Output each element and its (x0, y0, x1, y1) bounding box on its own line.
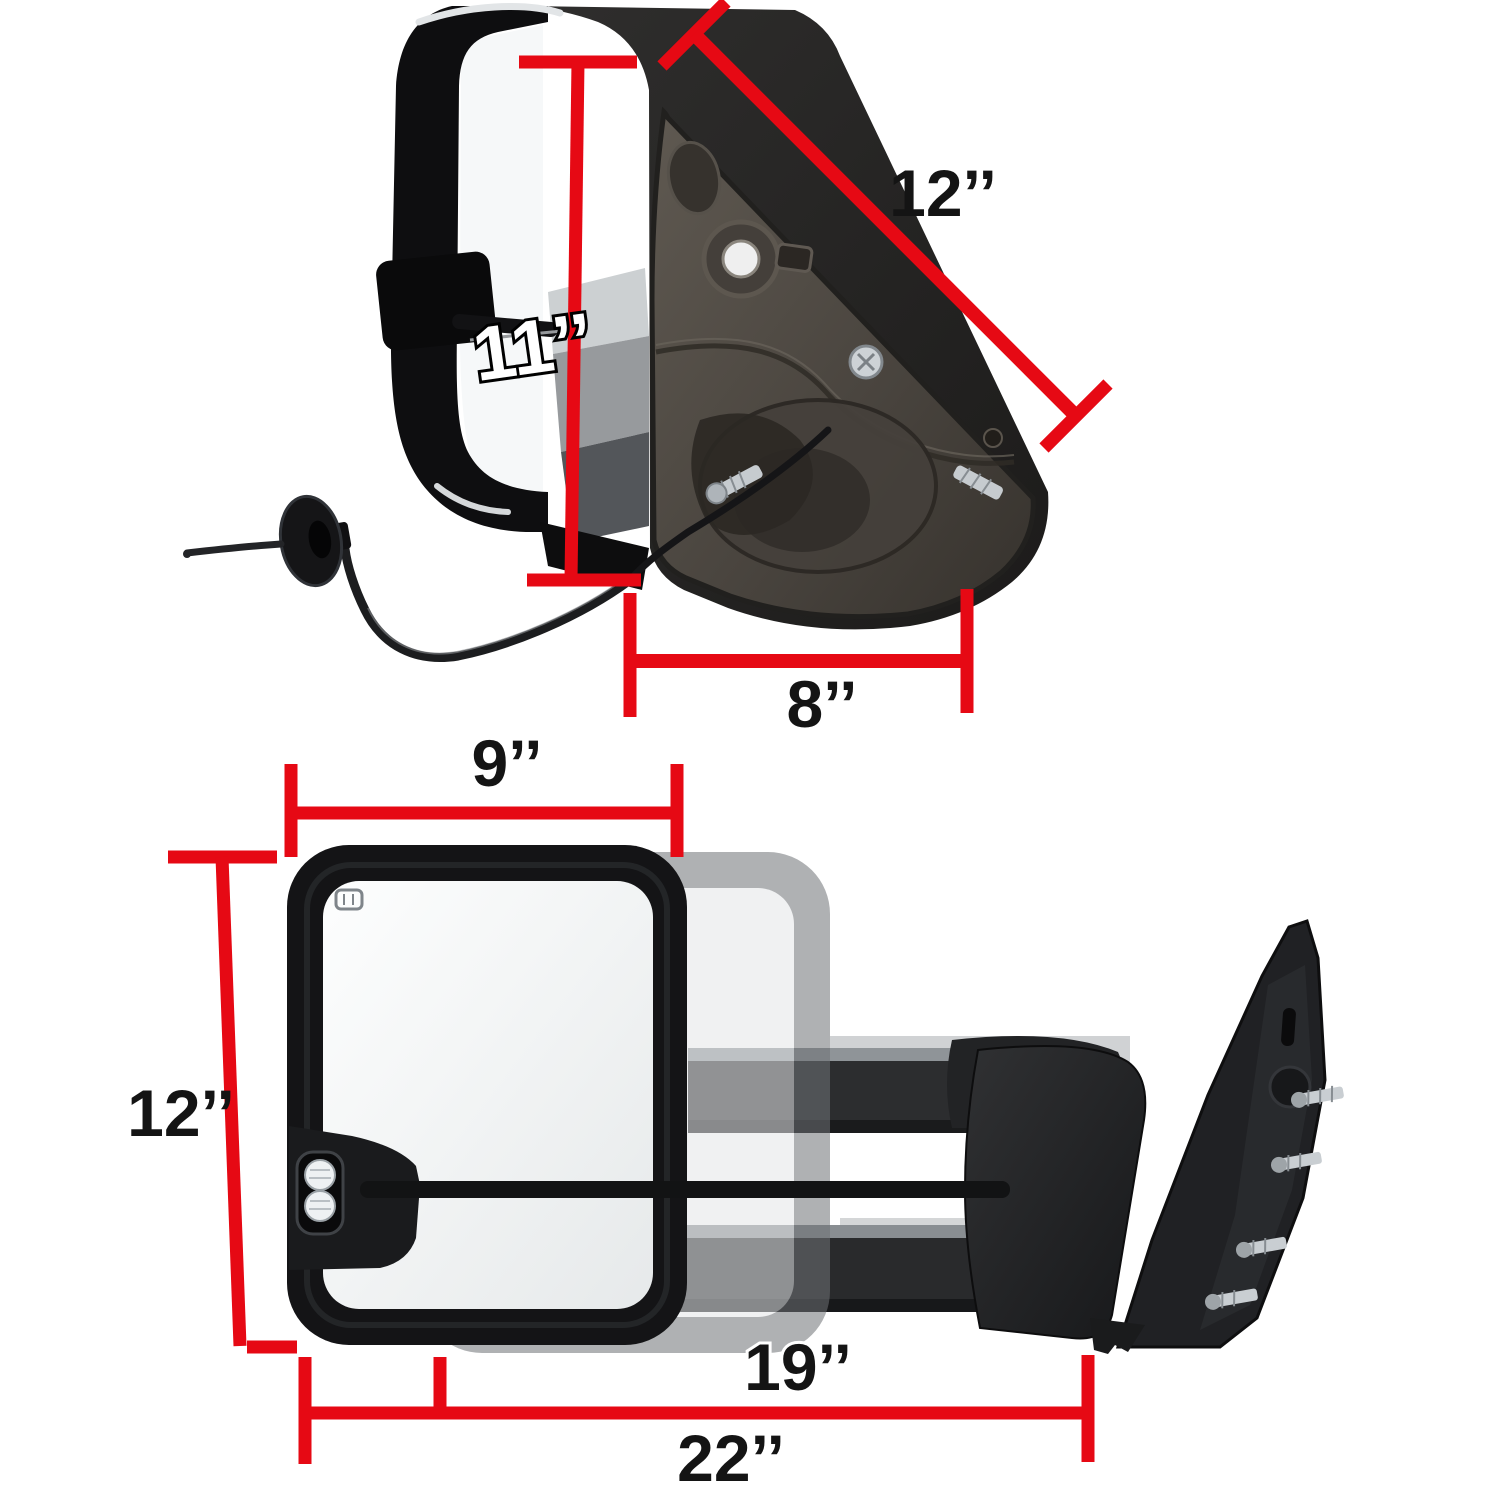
mirror-glass-edge (459, 25, 543, 505)
glass-divider-bar (360, 1181, 1010, 1198)
mount-bracket (1115, 919, 1344, 1349)
chrome-bottom-sliver (434, 483, 511, 515)
defrost-icon (334, 888, 364, 911)
mounting-plate (626, 106, 1036, 620)
plate-small-hole (983, 428, 1003, 448)
harness-cable (340, 544, 635, 662)
harness-cable-sheen (367, 576, 628, 655)
dim-label-12-bottom: 12’’ (127, 1076, 235, 1150)
pivot-foot (1090, 1318, 1145, 1354)
bracket-stud-3 (1235, 1236, 1287, 1258)
plate-rect-hole (774, 242, 814, 273)
dim-mirror-height-front: 12’’ (127, 850, 297, 1354)
plate-bolt-bottom-left (705, 465, 763, 505)
plate-wire (626, 426, 832, 584)
plate-stamped-ridge-highlight (655, 337, 1015, 458)
harness-lead-tip (183, 550, 191, 558)
dim-plate-base: 8’’ (623, 589, 974, 741)
dim-label-8: 8’’ (787, 667, 858, 741)
mirror-frame-inner-edge (304, 862, 670, 1328)
mirror-front (287, 845, 687, 1345)
turn-signal-led-1 (304, 1159, 336, 1191)
arm-rod-highlight (469, 329, 563, 342)
dim-glass-width: 9’’ (284, 726, 684, 857)
mirror-frame-edge (390, 6, 548, 532)
dim-label-22: 22’’ (677, 1421, 785, 1495)
harness-lead (183, 540, 285, 557)
housing-reflection-dark (561, 432, 649, 542)
bracket-fin-slot (1281, 1008, 1296, 1047)
bracket-stud-4 (1204, 1288, 1258, 1310)
bracket-stud-2 (1270, 1151, 1322, 1173)
grommet (278, 494, 352, 588)
dim-label-19: 19’’ (744, 1330, 852, 1404)
plate-stud-bottom-right (953, 465, 1003, 500)
bracket-face-highlight (1200, 965, 1312, 1330)
dim-label-11: 11’’ (468, 297, 598, 398)
plate-stamped-ridge (655, 343, 1015, 466)
dim-label-9: 9’’ (472, 726, 543, 800)
turn-signal-led-2 (304, 1190, 336, 1222)
plate-pivot-hole-shadow (721, 239, 761, 279)
mirror-arm-rod (452, 313, 558, 338)
pivot-housing (947, 1036, 1147, 1354)
top-figure: 11’’ 12’’ 8’’ (183, 0, 1113, 741)
plate-screw (848, 344, 884, 380)
dim-plate-diagonal: 12’’ (657, 0, 1113, 453)
dim-label-12-top: 12’’ (889, 156, 997, 230)
bottom-figure: 9’’ 12’’ 19’’ 22’’ (127, 726, 1344, 1495)
plate-pivot-hole (723, 241, 759, 277)
dim-mirror-height: 11’’ (465, 55, 641, 587)
bracket-stud-1 (1290, 1085, 1344, 1108)
wire-harness (183, 494, 635, 662)
dim-extended-overall: 19’’ 22’’ (298, 1327, 1095, 1495)
chrome-cap-strip (415, 3, 564, 26)
plate-oval-recess (666, 140, 722, 216)
